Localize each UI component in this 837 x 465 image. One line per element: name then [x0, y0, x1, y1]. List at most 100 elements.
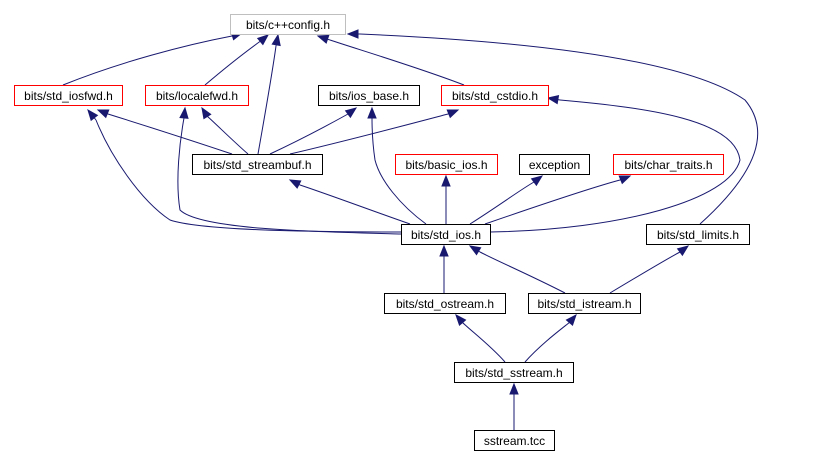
node-box[interactable] [318, 85, 420, 106]
arrow-head-icon [346, 29, 359, 39]
edge-line [371, 117, 427, 225]
edge-line [257, 45, 277, 155]
arrow-head-icon [565, 313, 577, 327]
node-label: bits/ios_base.h [329, 89, 409, 103]
node-ostream[interactable]: bits/std_ostream.h [384, 293, 506, 314]
node-cxxconfig[interactable]: bits/c++config.h [230, 14, 346, 35]
arrow-head-icon [509, 382, 519, 395]
arrow-head-icon [446, 109, 460, 119]
node-sstream_tcc[interactable]: sstream.tcc [474, 430, 555, 451]
edge-ios-to-basic_ios [441, 174, 451, 225]
edge-ios-to-char_traits [484, 175, 632, 225]
arrow-head-icon [468, 245, 482, 256]
edge-streambuf-to-cxxconfig [257, 33, 281, 155]
node-streambuf[interactable]: bits/std_streambuf.h [192, 154, 323, 175]
node-label: bits/basic_ios.h [405, 158, 487, 172]
edge-cstdio-to-cxxconfig [316, 34, 465, 86]
node-label: bits/std_iosfwd.h [24, 89, 113, 103]
node-box[interactable] [395, 154, 498, 175]
arrow-head-icon [96, 109, 110, 119]
edge-sstream-to-istream [524, 313, 577, 363]
node-label: sstream.tcc [484, 434, 545, 448]
node-box[interactable] [474, 430, 555, 451]
node-box[interactable] [230, 14, 346, 35]
node-cstdio[interactable]: bits/std_cstdio.h [441, 85, 549, 106]
node-box[interactable] [441, 85, 549, 106]
edge-line [269, 113, 349, 155]
node-istream[interactable]: bits/std_istream.h [528, 293, 641, 314]
edge-sstream-to-ostream [455, 313, 506, 363]
arrow-head-icon [530, 175, 544, 187]
edge-localefwd-to-cxxconfig [204, 34, 270, 86]
arrow-head-icon [256, 34, 270, 46]
edge-line [95, 119, 402, 233]
node-box[interactable] [613, 154, 724, 175]
node-limits[interactable]: bits/std_limits.h [646, 224, 750, 245]
arrow-head-icon [179, 106, 189, 119]
node-iosfwd[interactable]: bits/std_iosfwd.h [14, 85, 123, 106]
node-box[interactable] [519, 154, 590, 175]
edge-line [359, 33, 759, 225]
edge-ios-to-ios_base [367, 106, 427, 225]
edge-istream-to-ios [468, 245, 566, 294]
edge-ostream-to-ios [439, 244, 449, 293]
node-ios[interactable]: bits/std_ios.h [401, 224, 491, 245]
arrow-head-icon [546, 95, 560, 105]
edge-line [62, 35, 233, 86]
node-sstream[interactable]: bits/std_sstream.h [454, 362, 574, 383]
node-label: bits/char_traits.h [624, 158, 712, 172]
arrow-head-icon [344, 107, 358, 119]
node-exception[interactable]: exception [519, 154, 590, 175]
arrow-head-icon [618, 175, 632, 185]
node-ios_base[interactable]: bits/ios_base.h [318, 85, 420, 106]
edge-ios-to-exception [469, 175, 544, 225]
node-label: bits/std_sstream.h [465, 366, 562, 380]
edge-line [177, 117, 402, 235]
arrow-head-icon [87, 108, 99, 122]
edge-streambuf-to-iosfwd [96, 109, 233, 155]
node-char_traits[interactable]: bits/char_traits.h [613, 154, 724, 175]
edge-streambuf-to-cstdio [289, 109, 460, 155]
edge-line [524, 321, 571, 363]
arrow-head-icon [316, 34, 330, 44]
arrow-head-icon [271, 33, 281, 47]
arrow-head-icon [455, 313, 467, 327]
nodes-layer: bits/c++config.h bits/std_iosfwd.h bits/lo… [14, 14, 750, 451]
node-box[interactable] [145, 85, 249, 106]
arrow-head-icon [288, 179, 302, 189]
node-label: bits/std_streambuf.h [203, 158, 311, 172]
edge-limits-to-cxxconfig [346, 29, 759, 225]
node-label: bits/std_cstdio.h [452, 89, 538, 103]
arrow-head-icon [439, 244, 449, 257]
edge-ios-to-localefwd [177, 106, 402, 235]
node-box[interactable] [192, 154, 323, 175]
edge-ios-to-cstdio [489, 95, 741, 233]
edge-line [206, 115, 249, 155]
node-label: bits/c++config.h [246, 18, 330, 32]
node-box[interactable] [384, 293, 506, 314]
node-box[interactable] [646, 224, 750, 245]
node-label: bits/std_ios.h [411, 228, 481, 242]
node-box[interactable] [528, 293, 641, 314]
edge-ios-to-streambuf [288, 179, 411, 225]
edge-line [489, 99, 741, 233]
edge-line [204, 39, 263, 86]
edge-line [609, 251, 681, 294]
edge-line [107, 113, 233, 155]
node-box[interactable] [454, 362, 574, 383]
edge-line [461, 321, 506, 363]
edge-line [469, 181, 535, 225]
node-localefwd[interactable]: bits/localefwd.h [145, 85, 249, 106]
edge-line [479, 251, 566, 294]
node-box[interactable] [401, 224, 491, 245]
arrow-head-icon [441, 174, 451, 187]
edge-line [299, 184, 411, 225]
edge-istream-to-limits [609, 245, 690, 294]
node-label: exception [529, 158, 580, 172]
edge-sstream_tcc-to-sstream [509, 382, 519, 431]
node-box[interactable] [14, 85, 123, 106]
node-basic_ios[interactable]: bits/basic_ios.h [395, 154, 498, 175]
arrow-head-icon [676, 245, 690, 257]
arrow-head-icon [367, 106, 377, 119]
